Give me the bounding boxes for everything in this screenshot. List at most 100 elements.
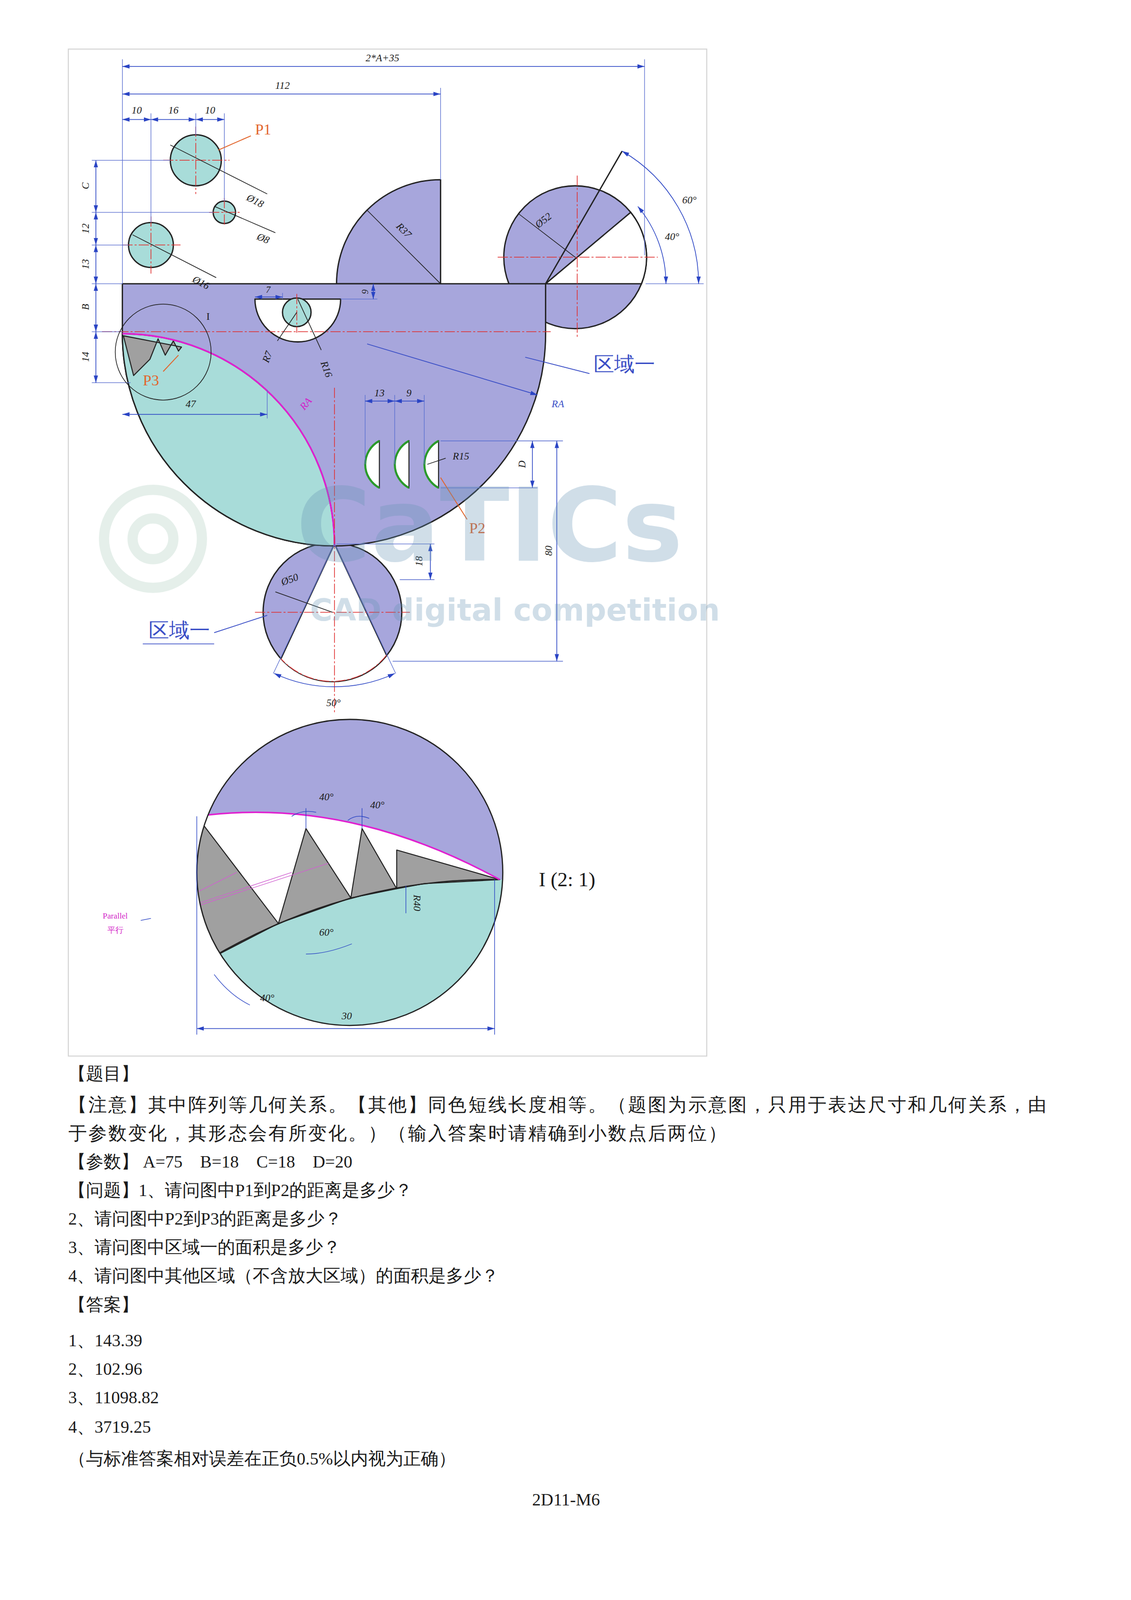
- leader-line: [214, 206, 276, 233]
- region-leader: [367, 343, 538, 395]
- extension-line: [364, 394, 366, 465]
- extension-line: [645, 283, 704, 284]
- dimension-label: 2*A+35: [365, 52, 400, 65]
- watermark-logo: [104, 489, 202, 588]
- dimension-line: [622, 151, 699, 284]
- detail-view: [140, 703, 521, 1041]
- extension-line: [195, 113, 197, 135]
- dimension-label: 13: [374, 386, 385, 399]
- dimension-label: 47: [185, 398, 197, 410]
- region-leader: [525, 357, 590, 374]
- answer-line: 1、143.39: [68, 1330, 143, 1350]
- part-outline: [545, 151, 623, 284]
- page-code: 2D11-M6: [532, 1489, 600, 1510]
- dimension-line: [274, 673, 395, 687]
- dimension-label: 30: [341, 1009, 352, 1022]
- extension-line: [122, 59, 123, 284]
- extension-line: [340, 298, 378, 300]
- point-leader: [163, 354, 179, 371]
- leader-line: [427, 457, 447, 465]
- leader-line: [367, 210, 441, 285]
- detail-marker: I: [206, 310, 210, 323]
- extension-line: [644, 59, 645, 256]
- dimension-line: [95, 212, 97, 246]
- leader-line: [115, 304, 212, 400]
- extension-line: [394, 394, 395, 465]
- dimension-label: 50°: [326, 696, 341, 709]
- detail-view: [396, 849, 500, 889]
- extension-line: [392, 660, 564, 662]
- detail-view: [183, 703, 521, 1041]
- detail-view: [351, 828, 398, 898]
- center-line: [163, 160, 230, 162]
- dimension-label: 9: [360, 289, 371, 295]
- part-outline: [545, 212, 647, 284]
- dimension-line: [95, 160, 97, 212]
- detail-view: [196, 811, 500, 880]
- region-label: 区域一: [148, 618, 210, 642]
- watermark: CAD digital competition: [310, 592, 721, 628]
- dimension-label: 12: [79, 223, 92, 234]
- point-leader: [163, 135, 468, 520]
- note-paragraph: 【注意】其中阵列等几何关系。【其他】同色短线长度相等。（题图为示意图，只用于表达…: [68, 1090, 1051, 1148]
- dimension-label: 7: [266, 284, 271, 295]
- question-line: 【问题】1、请问图中P1到P2的距离是多少？: [68, 1179, 413, 1200]
- dimension-label: 16: [168, 104, 179, 117]
- question-line: 2、请问图中P2到P3的距离是多少？: [68, 1208, 343, 1229]
- dimension-label: 40°: [665, 230, 680, 243]
- leader-line: [277, 312, 297, 341]
- dimension-line: [95, 66, 699, 1029]
- dimension-label: 13: [79, 258, 92, 270]
- note-line: （与标准答案相对误差在正负0.5%以内视为正确）: [68, 1448, 457, 1469]
- question-line: 3、请问图中区域一的面积是多少？: [68, 1236, 341, 1257]
- dimension-line: [151, 119, 196, 121]
- center-line: [576, 175, 578, 337]
- region-leader: [214, 615, 268, 633]
- detail-view: [140, 863, 329, 925]
- detail-view-title: I (2: 1): [538, 867, 596, 891]
- dimension-line: [95, 331, 97, 383]
- extension-line: [91, 160, 171, 161]
- detail-view: [196, 719, 503, 1026]
- detail-view: [214, 974, 250, 1005]
- extension-line: [440, 440, 563, 441]
- extension-line: [440, 87, 441, 180]
- answer-line: 4、3719.25: [68, 1416, 152, 1437]
- leader-line: [132, 234, 217, 278]
- extension-line: [423, 394, 425, 465]
- detail-view: [140, 872, 237, 921]
- center-line: [497, 256, 658, 258]
- dimension-line: [122, 413, 268, 415]
- extension-line: [91, 283, 123, 284]
- center-line: [296, 294, 298, 333]
- extension-line: [91, 382, 131, 383]
- detail-view: [405, 885, 407, 913]
- region-leader: [142, 643, 215, 645]
- extension-line: [91, 211, 213, 213]
- dimension-label: 60°: [319, 926, 334, 939]
- drawing-frame: [68, 48, 707, 1056]
- dimension-label: R15: [452, 449, 470, 462]
- detail-view: [140, 863, 329, 925]
- detail-view: [140, 918, 151, 921]
- dimension-label: 40°: [370, 798, 385, 811]
- region-label: 区域一: [593, 352, 656, 376]
- dimension-line: [122, 66, 645, 67]
- point-label: P3: [142, 371, 160, 390]
- leader-line: [170, 144, 268, 194]
- dimension-label: Ø8: [255, 230, 272, 247]
- dimension-label: 10: [205, 104, 216, 117]
- dimension-line: [637, 206, 666, 284]
- dimension-label: 9: [406, 386, 412, 399]
- dimension-label: Ø18: [244, 191, 266, 211]
- dimension-line: [122, 93, 441, 95]
- center-line: [102, 331, 552, 333]
- detail-view: [140, 807, 495, 1035]
- detail-view: [361, 807, 363, 829]
- dimension-line: [255, 296, 283, 298]
- part-outline: [123, 335, 182, 376]
- dimension-line: [95, 283, 97, 332]
- dimension-label: 40°: [319, 790, 334, 803]
- dimension-label: 14: [79, 351, 92, 363]
- dimension-label: C: [79, 182, 92, 190]
